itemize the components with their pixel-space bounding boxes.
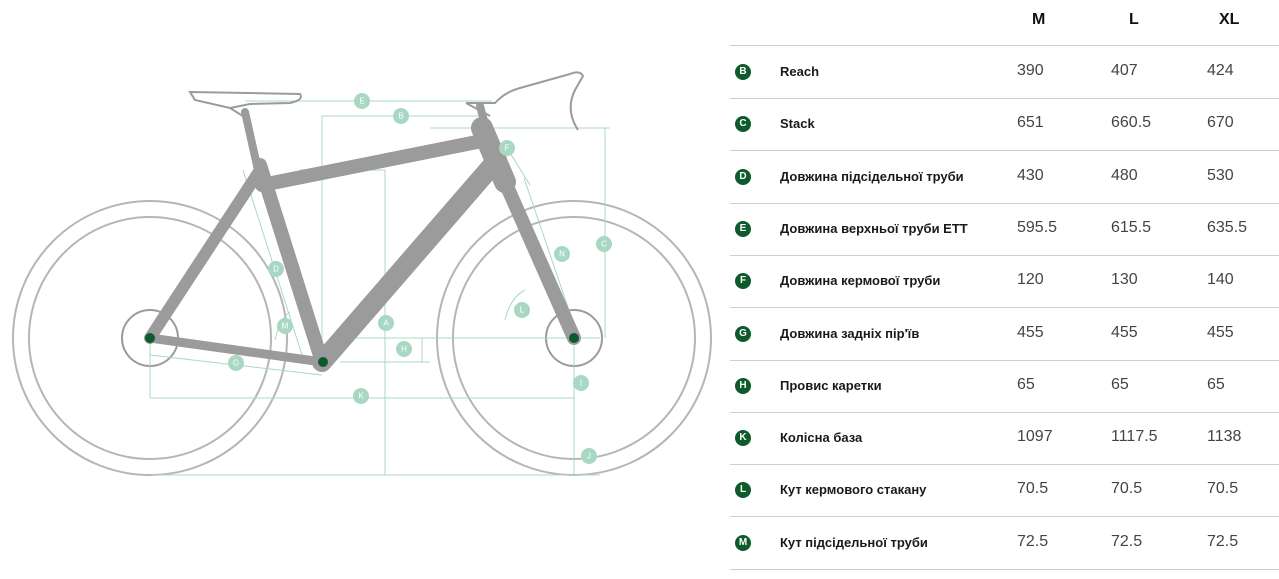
row-value-xl: 72.5 bbox=[1207, 532, 1239, 550]
row-value-l: 660.5 bbox=[1111, 114, 1152, 132]
rear-hub bbox=[145, 333, 155, 343]
row-key-badge: H bbox=[735, 377, 751, 394]
row-key-badge: L bbox=[735, 482, 751, 499]
row-value-m: 70.5 bbox=[1017, 480, 1049, 498]
row-key-badge: G bbox=[735, 325, 751, 342]
row-parameter-name: Кут підсідельної труби bbox=[780, 534, 928, 550]
row-key-badge: M bbox=[735, 534, 751, 551]
row-key-badge: K bbox=[735, 430, 751, 447]
label-J: J bbox=[587, 452, 591, 461]
table-header: M L XL bbox=[730, 0, 1279, 46]
row-value-xl: 455 bbox=[1207, 323, 1234, 341]
table-row: B Reach 390 407 424 bbox=[730, 46, 1279, 99]
table-row: F Довжина кермової труби 120 130 140 bbox=[730, 255, 1279, 309]
row-value-m: 651 bbox=[1017, 114, 1044, 132]
row-value-m: 1097 bbox=[1017, 428, 1053, 446]
label-I: I bbox=[580, 379, 582, 388]
row-parameter-name: Кут кермового стакану bbox=[780, 482, 927, 498]
row-value-l: 72.5 bbox=[1111, 532, 1143, 550]
table-row: C Stack 651 660.5 670 bbox=[730, 98, 1279, 152]
size-header-m: M bbox=[1032, 11, 1046, 28]
row-parameter-name: Колісна база bbox=[780, 430, 863, 446]
row-value-m: 65 bbox=[1017, 375, 1035, 393]
row-key-badge: D bbox=[735, 168, 751, 185]
row-parameter-name: Довжина задніх пір'їв bbox=[780, 325, 920, 341]
table-row: M Кут підсідельної труби 72.5 72.5 72.5 bbox=[730, 517, 1279, 570]
label-C: C bbox=[601, 240, 607, 249]
label-G: G bbox=[233, 359, 239, 368]
row-value-xl: 530 bbox=[1207, 166, 1234, 184]
row-value-m: 455 bbox=[1017, 323, 1044, 341]
size-header-l: L bbox=[1129, 11, 1139, 28]
table-row: H Провис каретки 65 65 65 bbox=[730, 360, 1279, 413]
label-D: D bbox=[273, 265, 279, 274]
bike-frame bbox=[144, 102, 581, 372]
row-value-m: 390 bbox=[1017, 62, 1044, 79]
bottom-bracket bbox=[318, 357, 328, 367]
row-key-badge: C bbox=[735, 116, 751, 133]
row-value-l: 130 bbox=[1111, 271, 1138, 289]
handlebar bbox=[465, 71, 585, 131]
row-value-m: 72.5 bbox=[1017, 532, 1049, 550]
label-A: A bbox=[383, 319, 389, 328]
label-B: B bbox=[398, 112, 403, 121]
label-N: N bbox=[559, 250, 565, 259]
row-value-xl: 424 bbox=[1207, 62, 1234, 79]
table-row: D Довжина підсідельної труби 430 480 530 bbox=[730, 151, 1279, 204]
label-E: E bbox=[359, 97, 364, 106]
row-value-xl: 140 bbox=[1207, 271, 1234, 289]
row-value-xl: 1138 bbox=[1207, 428, 1242, 446]
label-L: L bbox=[520, 306, 525, 315]
row-key-badge: F bbox=[735, 273, 751, 290]
row-value-xl: 635.5 bbox=[1207, 218, 1248, 236]
label-K: K bbox=[358, 392, 364, 401]
row-key-badge: E bbox=[735, 220, 751, 237]
row-value-m: 120 bbox=[1017, 271, 1044, 289]
row-value-l: 1117.5 bbox=[1111, 428, 1158, 446]
table-row: K Колісна база 1097 1117.5 1138 bbox=[730, 412, 1279, 466]
row-parameter-name: Довжина кермової труби bbox=[780, 273, 941, 289]
front-hub bbox=[569, 333, 579, 343]
label-M: M bbox=[282, 322, 289, 331]
row-parameter-name: Довжина верхньої труби ETT bbox=[780, 220, 968, 236]
row-value-l: 615.5 bbox=[1111, 218, 1152, 236]
label-F: F bbox=[505, 144, 510, 153]
row-parameter-name: Довжина підсідельної труби bbox=[780, 168, 964, 184]
row-value-m: 595.5 bbox=[1017, 218, 1058, 236]
saddle bbox=[188, 90, 302, 110]
row-value-xl: 65 bbox=[1207, 375, 1225, 393]
row-value-l: 480 bbox=[1111, 166, 1138, 184]
size-header-xl: XL bbox=[1219, 11, 1240, 28]
table-row: G Довжина задніх пір'їв 455 455 455 bbox=[730, 308, 1279, 361]
bike-geometry-diagram: E B F C N D L A M H G I K J bbox=[12, 71, 712, 476]
label-H: H bbox=[401, 345, 407, 354]
row-value-xl: 670 bbox=[1207, 114, 1234, 132]
row-parameter-name: Reach bbox=[780, 64, 820, 79]
measure-labels: E B F C N D L A M H G I K J bbox=[228, 93, 612, 464]
row-value-xl: 70.5 bbox=[1207, 480, 1239, 498]
table-row: E Довжина верхньої труби ETT 595.5 615.5 635… bbox=[730, 203, 1279, 256]
row-value-l: 455 bbox=[1111, 323, 1138, 341]
row-parameter-name: Провис каретки bbox=[780, 377, 882, 393]
row-value-l: 65 bbox=[1111, 375, 1129, 393]
row-key-badge: B bbox=[735, 64, 751, 80]
row-value-l: 70.5 bbox=[1111, 480, 1143, 498]
row-value-l: 407 bbox=[1111, 62, 1138, 79]
row-parameter-name: Stack bbox=[780, 116, 815, 132]
row-value-m: 430 bbox=[1017, 166, 1044, 184]
table-row: L Кут кермового стакану 70.5 70.5 70.5 bbox=[730, 464, 1279, 518]
